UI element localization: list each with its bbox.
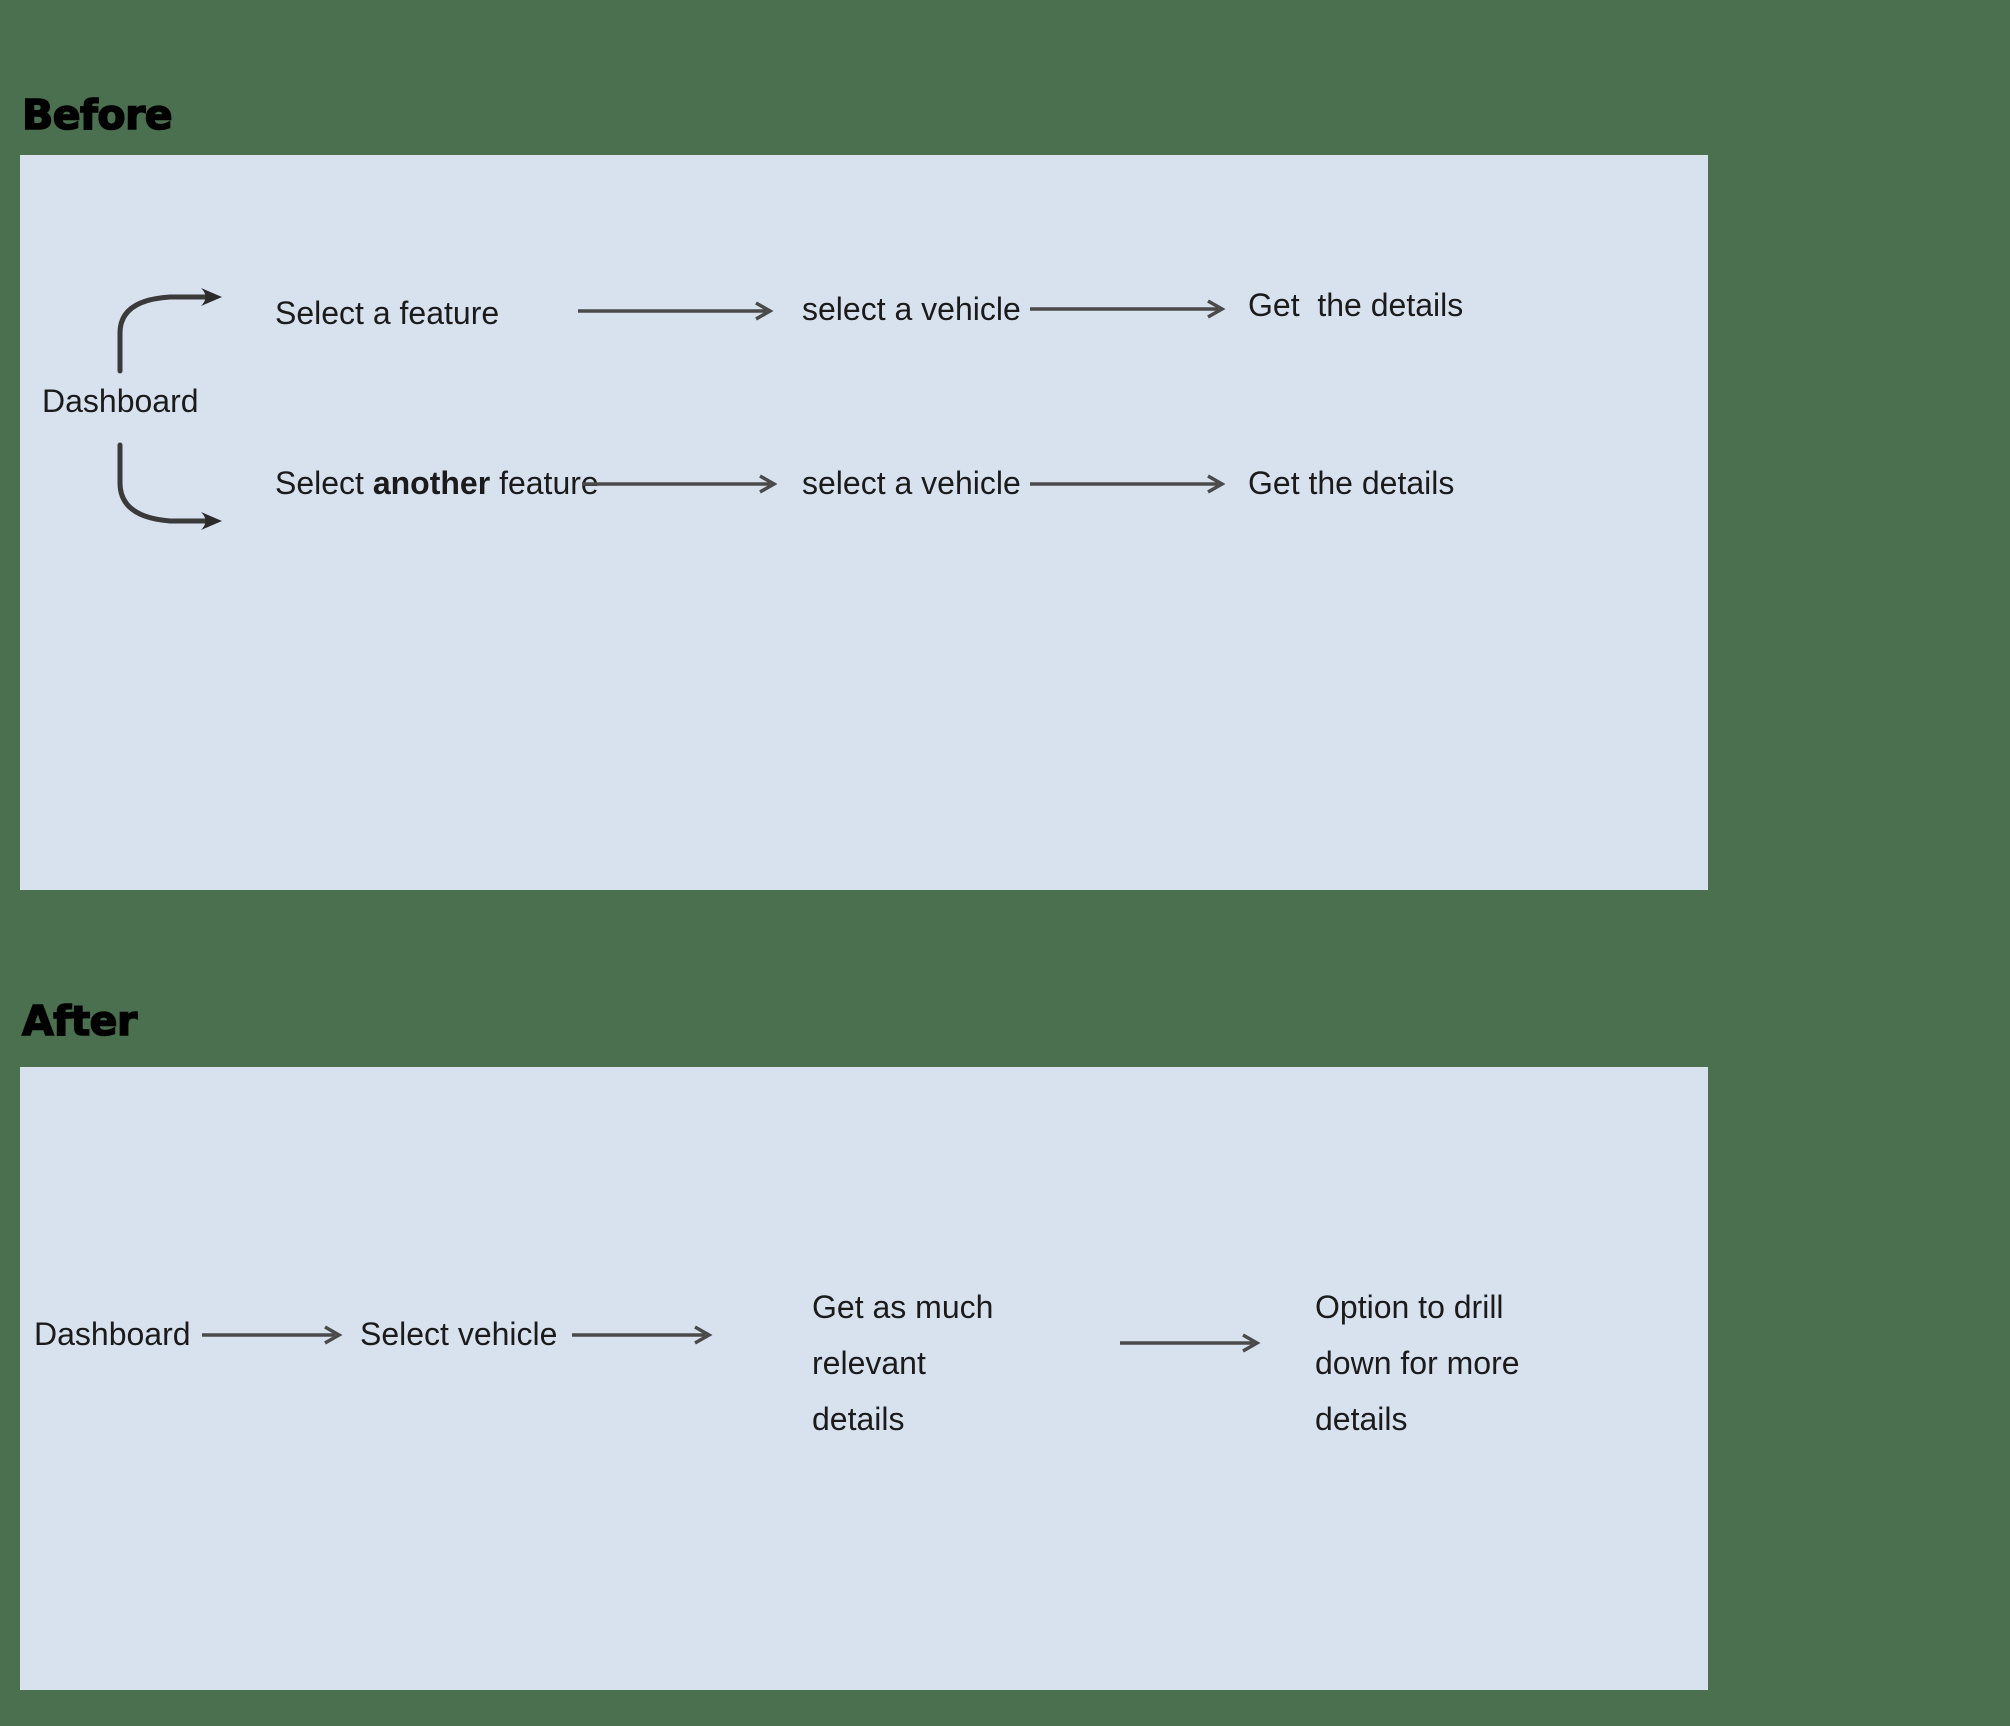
- curved-arrow-up-icon: [98, 285, 228, 375]
- after-step2-select-vehicle: Select vehicle: [360, 1316, 558, 1352]
- after-step3-relevant-details: Get as much relevant details: [812, 1289, 994, 1437]
- arrow-right-icon: [1030, 298, 1230, 324]
- before-row1-step3: Get the details: [1248, 287, 1464, 323]
- arrow-right-icon: [582, 473, 782, 499]
- arrow-right-icon: [1030, 473, 1230, 499]
- arrow-right-icon: [578, 300, 778, 326]
- curved-arrow-down-icon: [98, 433, 228, 533]
- arrow-right-icon: [572, 1324, 717, 1350]
- before-row2-step1-prefix: Select: [275, 465, 373, 501]
- before-row2-step2: select a vehicle: [802, 465, 1021, 501]
- page-title-after: After: [21, 997, 138, 1045]
- after-step4-drill-down: Option to drill down for more details: [1315, 1289, 1520, 1437]
- before-row1-step2: select a vehicle: [802, 291, 1021, 327]
- before-row2-step1-emphasis: another: [372, 465, 491, 501]
- before-row1-step1: Select a feature: [275, 295, 500, 331]
- arrow-right-icon: [202, 1324, 347, 1350]
- before-row2-step3: Get the details: [1248, 465, 1455, 501]
- page-title-before: Before: [21, 91, 173, 139]
- after-flow-panel: Dashboard Select vehicle Get as much rel…: [20, 1067, 1708, 1690]
- before-flow-panel: Dashboard Select a feature select a vehi…: [20, 155, 1708, 890]
- arrow-right-icon: [1120, 1332, 1265, 1358]
- before-row2-step1: Select another feature: [275, 455, 599, 511]
- after-step1-dashboard: Dashboard: [34, 1316, 191, 1352]
- before-root-node-dashboard: Dashboard: [42, 383, 199, 419]
